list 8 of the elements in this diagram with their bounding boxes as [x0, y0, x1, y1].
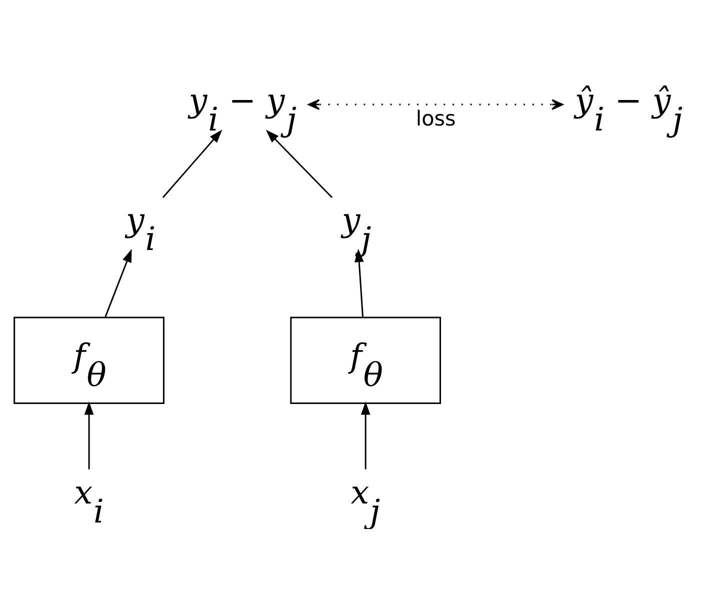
- arrow: [162, 129, 222, 198]
- arrow: [308, 98, 564, 110]
- arrow: [266, 129, 333, 198]
- arrow: [354, 248, 364, 316]
- arrow: [360, 400, 370, 469]
- edge-label: loss: [416, 106, 456, 130]
- arrow: [104, 248, 132, 317]
- arrow: [84, 400, 94, 469]
